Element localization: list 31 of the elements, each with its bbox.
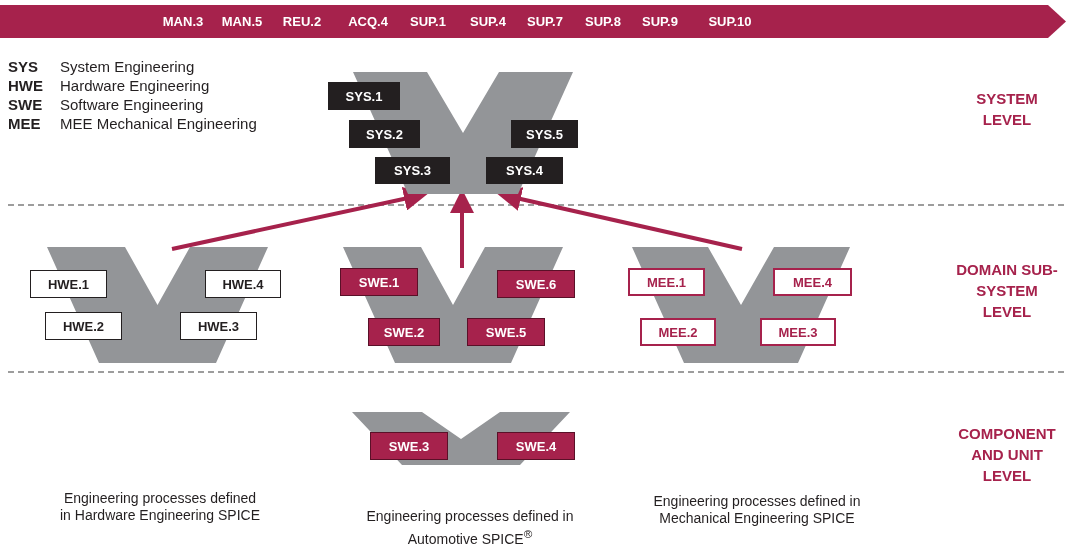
- process-label: ACQ.4: [348, 14, 388, 29]
- process-label: SUP.9: [642, 14, 678, 29]
- level-label: COMPONENT AND UNIT LEVEL: [957, 424, 1057, 486]
- process-box: SWE.6: [497, 270, 575, 298]
- process-box: SYS.1: [328, 82, 400, 110]
- process-label: REU.2: [282, 14, 322, 29]
- process-label: SUP.4: [470, 14, 506, 29]
- level-label: SYSTEM LEVEL: [975, 89, 1039, 130]
- process-label: SUP.10: [708, 14, 752, 29]
- caption: Engineering processes defined in Mechanical Engineering SPICE: [652, 493, 862, 527]
- abbreviation-meaning: Hardware Engineering: [60, 77, 210, 94]
- level-label: DOMAIN SUB-SYSTEM LEVEL: [955, 260, 1059, 322]
- abbreviation-meaning: MEE Mechanical Engineering: [60, 115, 257, 132]
- abbreviation: SYS: [8, 58, 38, 75]
- caption: Engineering processes defined in Automotive SPICE$^{®}$: [365, 508, 575, 545]
- process-label: MAN.3: [162, 14, 204, 29]
- caption: Engineering processes defined in Hardware Engineering SPICE: [60, 490, 260, 524]
- abbreviation-meaning: Software Engineering: [60, 96, 204, 113]
- process-box: HWE.4: [205, 270, 281, 298]
- abbreviation: SWE: [8, 96, 43, 113]
- process-label: SUP.1: [410, 14, 446, 29]
- abbreviation: HWE: [8, 77, 43, 94]
- process-band: [0, 5, 1066, 38]
- process-box: HWE.1: [30, 270, 107, 298]
- process-label: SUP.7: [527, 14, 563, 29]
- arrow: [171, 187, 428, 251]
- abbreviation-meaning: System Engineering: [60, 58, 195, 75]
- process-label: SUP.8: [585, 14, 621, 29]
- arrow: [497, 187, 743, 251]
- process-label: MAN.5: [221, 14, 263, 29]
- abbreviation: MEE: [8, 115, 41, 132]
